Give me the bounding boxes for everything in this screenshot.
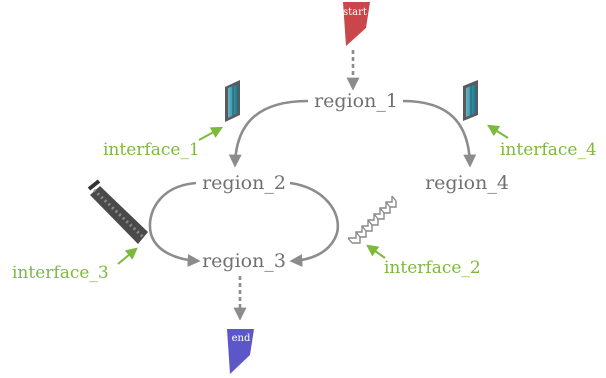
edge-region-1-region-2 xyxy=(228,99,309,168)
start-flag: start xyxy=(343,2,370,46)
escalator-icon xyxy=(87,179,148,244)
interface-1-label: interface_1 xyxy=(103,140,200,160)
edge-region-2-region-3-right xyxy=(289,181,340,267)
end-flag: end xyxy=(227,329,254,374)
interface-4-label: interface_4 xyxy=(500,140,597,160)
start-label: start xyxy=(343,7,367,18)
interface-1-pointer xyxy=(198,126,224,141)
interface-3-pointer xyxy=(117,247,138,265)
edge-region-1-region-4 xyxy=(402,99,477,168)
region-4-label: region_4 xyxy=(425,172,509,194)
region-2-label: region_2 xyxy=(202,172,286,194)
interface-4-pointer xyxy=(486,124,509,139)
door-icon xyxy=(463,80,478,121)
door-icon xyxy=(225,80,240,122)
region-1-label: region_1 xyxy=(314,90,398,112)
interface-2-pointer xyxy=(366,244,386,259)
edge-region-2-region-3-left xyxy=(148,181,201,267)
interface-3-label: interface_3 xyxy=(12,263,109,283)
stairs-icon xyxy=(347,195,397,244)
region-3-label: region_3 xyxy=(202,250,286,272)
interface-2-label: interface_2 xyxy=(384,258,481,278)
end-label: end xyxy=(232,333,251,344)
